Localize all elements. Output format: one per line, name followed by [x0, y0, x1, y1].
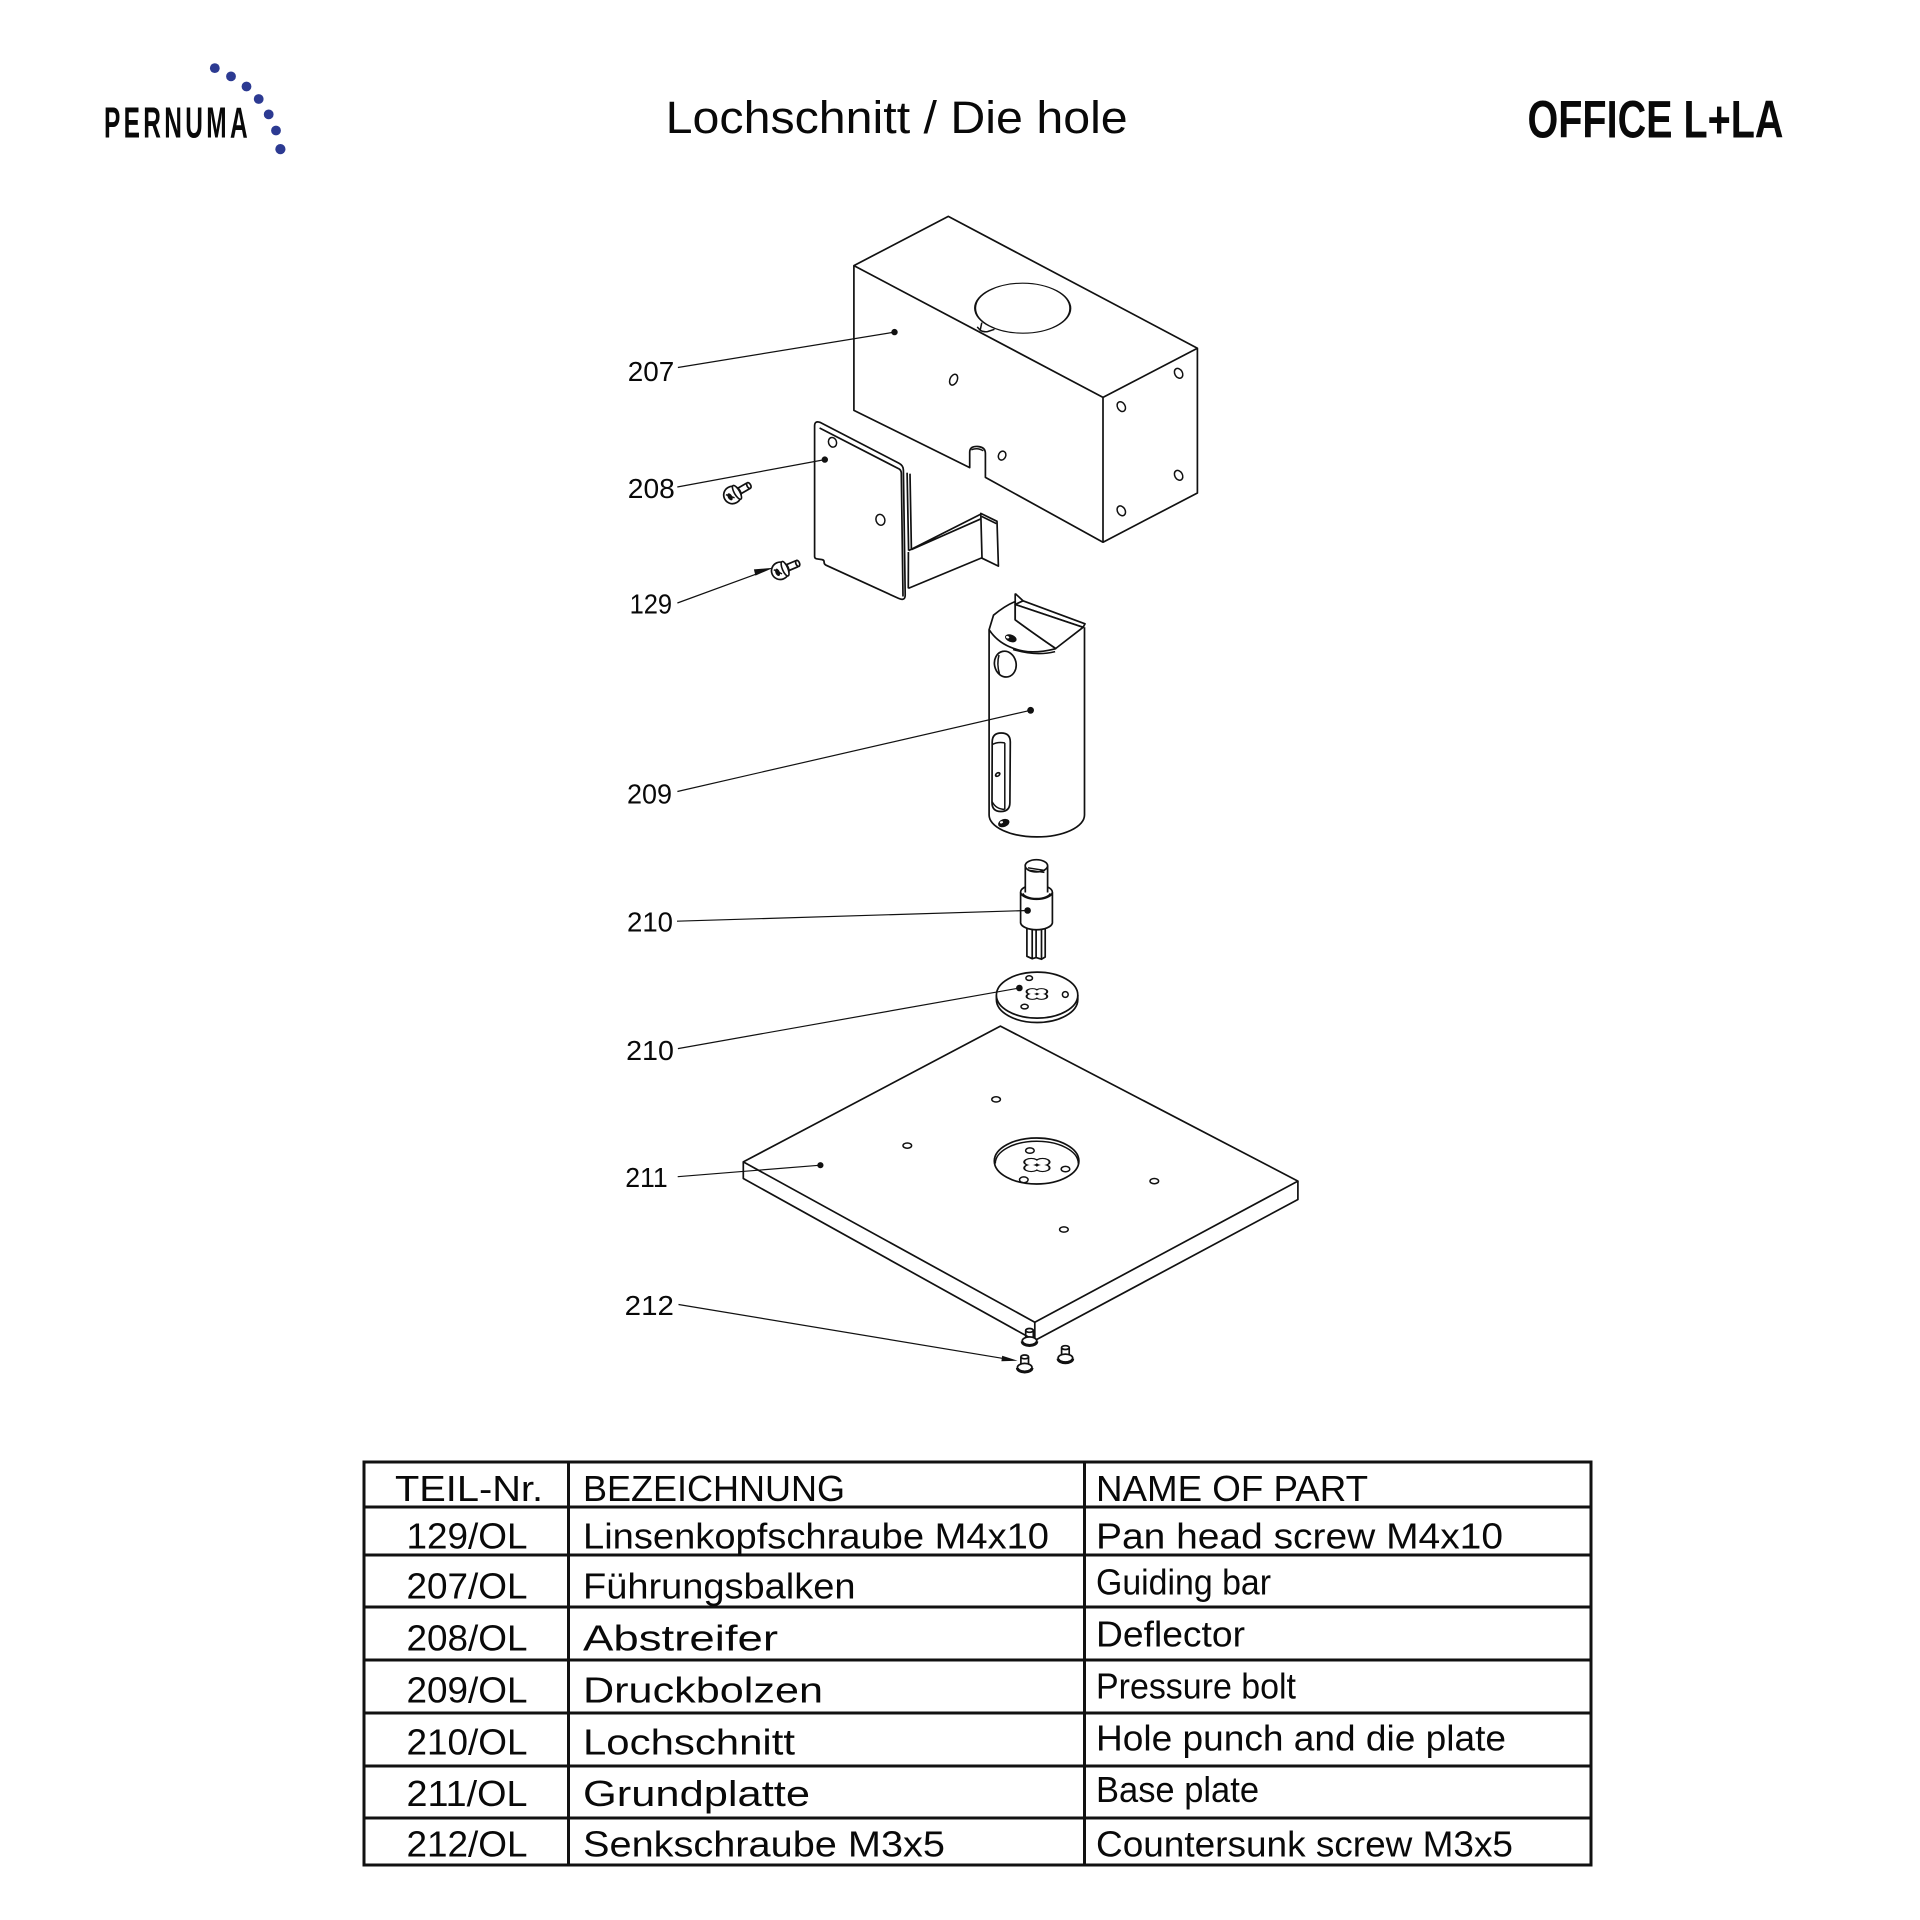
svg-text:OFFICE L+LA: OFFICE L+LA [1528, 90, 1784, 149]
svg-text:212: 212 [625, 1290, 674, 1321]
svg-text:NAME OF PART: NAME OF PART [1096, 1468, 1368, 1509]
svg-text:211/OL: 211/OL [407, 1773, 528, 1814]
svg-text:129: 129 [630, 589, 673, 620]
svg-text:TEIL-Nr.: TEIL-Nr. [395, 1468, 543, 1509]
svg-text:209: 209 [627, 779, 672, 810]
svg-text:BEZEICHNUNG: BEZEICHNUNG [583, 1468, 845, 1509]
svg-text:Base plate: Base plate [1096, 1769, 1259, 1810]
svg-text:Senkschraube M3x5: Senkschraube M3x5 [583, 1824, 945, 1865]
svg-text:208: 208 [628, 473, 675, 504]
svg-text:211: 211 [625, 1162, 668, 1193]
svg-text:Lochschnitt: Lochschnitt [583, 1722, 795, 1763]
svg-text:210: 210 [626, 1035, 674, 1066]
svg-text:Deflector: Deflector [1096, 1614, 1245, 1655]
svg-text:210: 210 [627, 907, 673, 938]
svg-text:Grundplatte: Grundplatte [583, 1773, 810, 1814]
svg-text:Führungsbalken: Führungsbalken [583, 1565, 856, 1606]
svg-text:129/OL: 129/OL [407, 1516, 528, 1557]
svg-text:PERNUMA: PERNUMA [104, 99, 251, 148]
svg-text:Pan head screw M4x10: Pan head screw M4x10 [1096, 1516, 1503, 1557]
svg-text:208/OL: 208/OL [407, 1618, 528, 1659]
svg-text:207: 207 [628, 356, 675, 387]
svg-text:209/OL: 209/OL [407, 1670, 528, 1711]
svg-text:Countersunk screw M3x5: Countersunk screw M3x5 [1096, 1824, 1513, 1865]
svg-text:Druckbolzen: Druckbolzen [583, 1670, 823, 1711]
svg-text:212/OL: 212/OL [407, 1824, 528, 1865]
svg-text:Abstreifer: Abstreifer [583, 1618, 778, 1659]
svg-text:210/OL: 210/OL [407, 1722, 528, 1763]
svg-text:Linsenkopfschraube M4x10: Linsenkopfschraube M4x10 [583, 1516, 1049, 1557]
svg-text:Guiding bar: Guiding bar [1096, 1561, 1271, 1602]
svg-text:Hole punch and die plate: Hole punch and die plate [1096, 1718, 1506, 1759]
svg-text:Lochschnitt / Die hole: Lochschnitt / Die hole [666, 92, 1128, 143]
svg-text:207/OL: 207/OL [407, 1565, 528, 1606]
svg-text:Pressure bolt: Pressure bolt [1096, 1666, 1296, 1707]
